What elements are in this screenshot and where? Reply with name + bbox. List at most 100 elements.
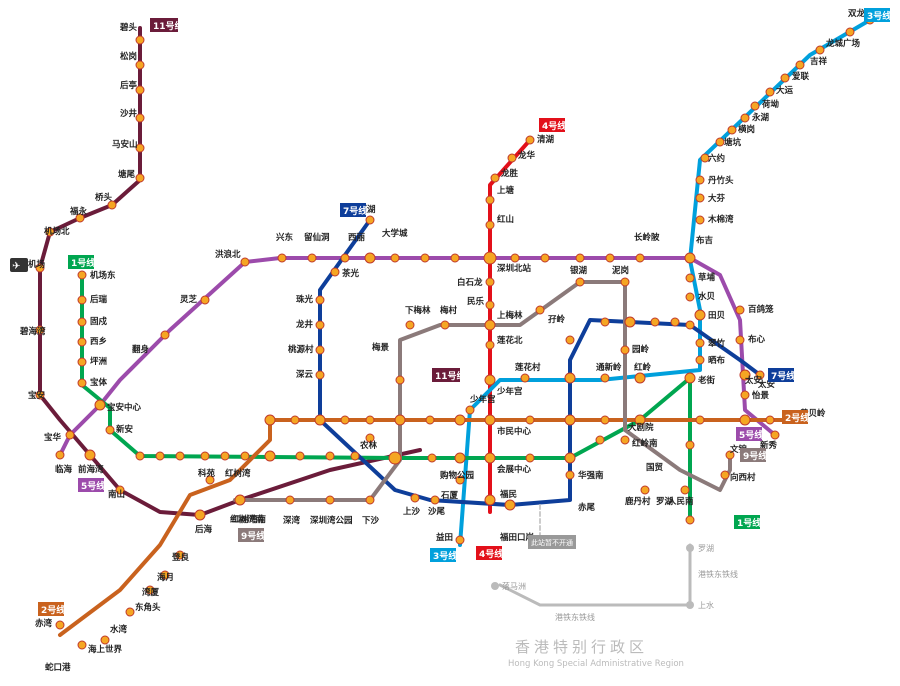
station-marker[interactable] (525, 453, 535, 463)
station-marker[interactable] (685, 292, 695, 302)
station-marker[interactable] (485, 195, 495, 205)
station-marker[interactable] (264, 450, 276, 462)
station-marker[interactable] (650, 317, 660, 327)
station-marker[interactable] (770, 430, 780, 440)
station-marker[interactable] (735, 305, 745, 315)
station-marker[interactable] (55, 450, 65, 460)
station-marker[interactable] (684, 372, 696, 384)
station-marker[interactable] (504, 499, 516, 511)
line-4-badge-bottom[interactable]: 4号线 (476, 546, 503, 560)
station-marker[interactable] (700, 153, 710, 163)
station-marker[interactable] (390, 253, 400, 263)
station-marker[interactable] (750, 101, 760, 111)
line-9-badge-right[interactable]: 9号线 (740, 448, 767, 462)
station-marker[interactable] (680, 485, 690, 495)
station-marker[interactable] (94, 399, 106, 411)
line-9-badge-left[interactable]: 9号线 (238, 528, 265, 542)
station-marker[interactable] (640, 485, 650, 495)
station-marker[interactable] (35, 325, 45, 335)
station-marker[interactable] (575, 253, 585, 263)
station-marker[interactable] (670, 317, 680, 327)
station-marker[interactable] (135, 143, 145, 153)
station-marker[interactable] (624, 316, 636, 328)
station-marker[interactable] (484, 452, 496, 464)
station-marker[interactable] (715, 137, 725, 147)
station-marker[interactable] (307, 253, 317, 263)
station-marker[interactable] (780, 73, 790, 83)
station-marker[interactable] (455, 475, 465, 485)
station-marker[interactable] (454, 414, 466, 426)
station-marker[interactable] (175, 451, 185, 461)
station-marker[interactable] (45, 227, 55, 237)
station-marker[interactable] (685, 273, 695, 283)
station-marker[interactable] (564, 414, 576, 426)
station-marker[interactable] (845, 27, 855, 37)
line-11-badge[interactable]: 11号线 (150, 18, 184, 32)
station-marker[interactable] (155, 451, 165, 461)
station-marker[interactable] (364, 252, 376, 264)
line-2-badge-right[interactable]: 2号线 (782, 410, 809, 424)
line-4-badge-top[interactable]: 4号线 (539, 118, 566, 132)
station-marker[interactable] (427, 453, 437, 463)
station-marker[interactable] (740, 113, 750, 123)
station-marker[interactable] (365, 495, 375, 505)
station-marker[interactable] (564, 372, 576, 384)
station-marker[interactable] (77, 378, 87, 388)
station-marker[interactable] (739, 369, 751, 381)
station-marker[interactable] (600, 373, 610, 383)
station-marker[interactable] (454, 452, 466, 464)
station-marker[interactable] (694, 309, 706, 321)
station-marker[interactable] (145, 585, 155, 595)
station-marker[interactable] (600, 317, 610, 327)
station-marker[interactable] (84, 449, 96, 461)
station-marker[interactable] (695, 415, 705, 425)
station-marker[interactable] (55, 620, 65, 630)
station-marker[interactable] (135, 60, 145, 70)
station-marker[interactable] (410, 493, 420, 503)
line-5-badge-left[interactable]: 5号线 (78, 478, 105, 492)
station-marker[interactable] (720, 470, 730, 480)
station-marker[interactable] (684, 252, 696, 264)
station-marker[interactable] (125, 607, 135, 617)
station-marker[interactable] (35, 263, 45, 273)
station-marker[interactable] (135, 85, 145, 95)
station-marker[interactable] (240, 257, 250, 267)
line-1-badge-right[interactable]: 1号线 (734, 515, 761, 529)
station-marker[interactable] (695, 338, 705, 348)
station-marker[interactable] (620, 277, 630, 287)
station-marker[interactable] (600, 415, 610, 425)
station-marker[interactable] (815, 45, 825, 55)
station-marker[interactable] (325, 451, 335, 461)
station-marker[interactable] (535, 305, 545, 315)
station-marker[interactable] (315, 370, 325, 380)
station-marker[interactable] (735, 335, 745, 345)
station-marker[interactable] (135, 113, 145, 123)
station-marker[interactable] (510, 253, 520, 263)
station-marker[interactable] (695, 355, 705, 365)
station-marker[interactable] (564, 452, 576, 464)
station-marker[interactable] (484, 374, 496, 386)
station-marker[interactable] (634, 372, 646, 384)
station-marker[interactable] (285, 495, 295, 505)
station-marker[interactable] (727, 125, 737, 135)
station-marker[interactable] (315, 345, 325, 355)
station-marker[interactable] (200, 451, 210, 461)
station-marker[interactable] (77, 317, 87, 327)
station-marker[interactable] (795, 60, 805, 70)
station-marker[interactable] (520, 373, 530, 383)
station-marker[interactable] (77, 357, 87, 367)
station-marker[interactable] (540, 253, 550, 263)
line-7-badge-top[interactable]: 7号线 (340, 203, 367, 217)
station-marker[interactable] (160, 330, 170, 340)
station-marker[interactable] (330, 267, 340, 277)
station-marker[interactable] (315, 320, 325, 330)
station-marker[interactable] (685, 320, 695, 330)
station-marker[interactable] (485, 340, 495, 350)
station-marker[interactable] (77, 640, 87, 650)
station-marker[interactable] (77, 337, 87, 347)
station-marker[interactable] (605, 253, 615, 263)
station-marker[interactable] (425, 415, 435, 425)
station-marker[interactable] (200, 295, 210, 305)
station-marker[interactable] (484, 319, 496, 331)
station-marker[interactable] (105, 425, 115, 435)
